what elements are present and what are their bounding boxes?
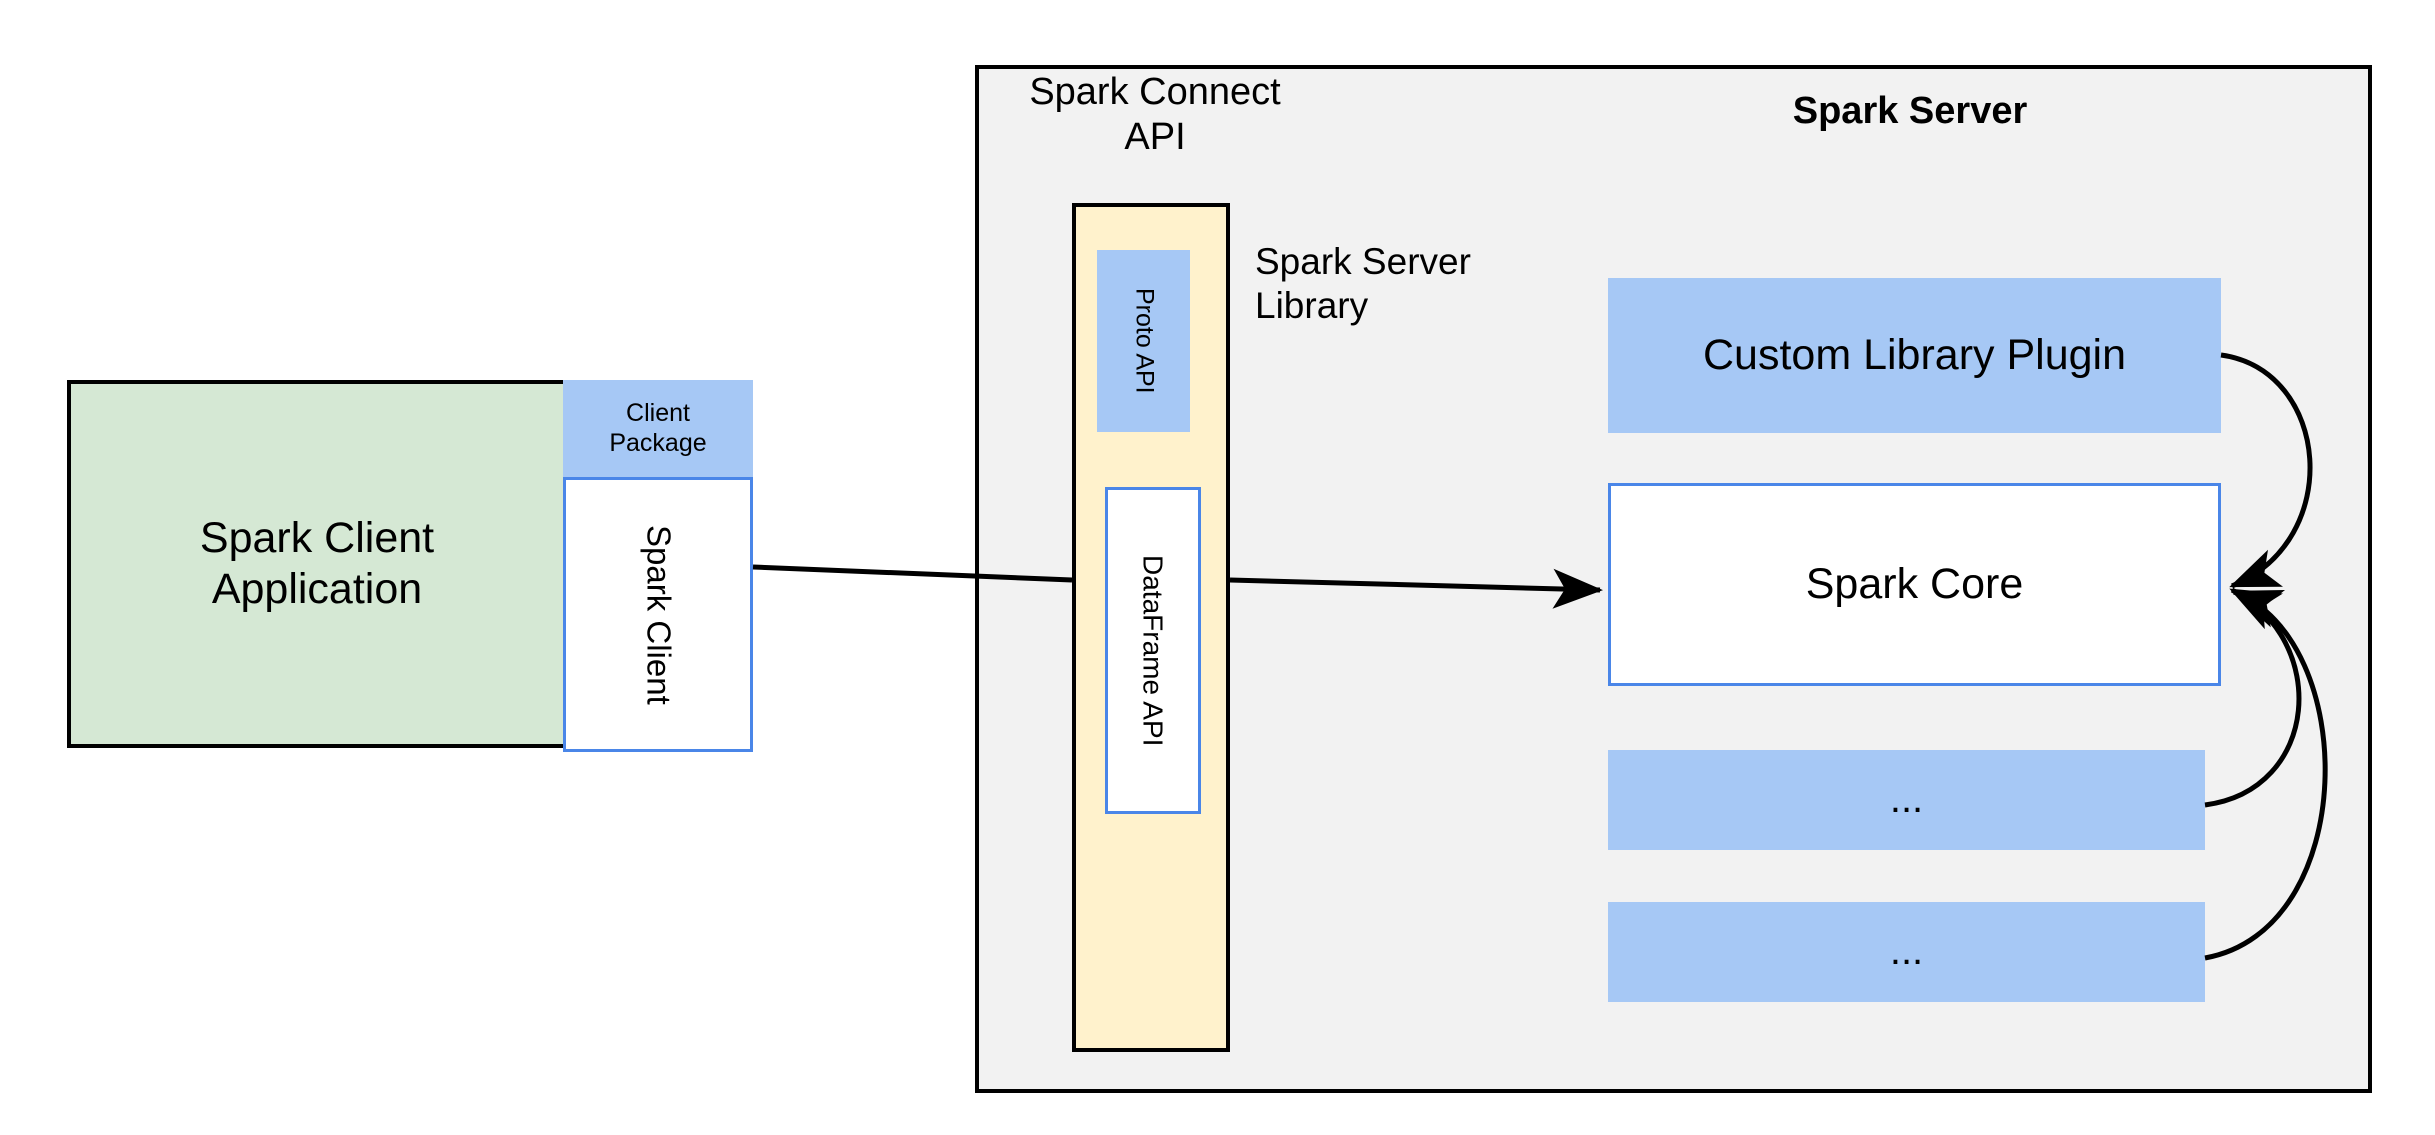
spark-client-application-box[interactable]: Spark Client Application	[67, 380, 567, 748]
client-package-label-line1: Client	[626, 399, 690, 427]
custom-library-plugin-box[interactable]: Custom Library Plugin	[1608, 278, 2221, 433]
dataframe-api-label: DataFrame API	[1137, 554, 1169, 747]
spark-client-label: Spark Client	[640, 524, 678, 705]
client-package-label-line2: Package	[609, 428, 707, 457]
client-package-box[interactable]: Client Package	[563, 380, 753, 477]
proto-api-box[interactable]: Proto API	[1097, 250, 1190, 432]
component-placeholder-box-2[interactable]: ...	[1608, 902, 2205, 1002]
dataframe-api-box[interactable]: DataFrame API	[1105, 487, 1201, 814]
spark-client-application-label-line2: Application	[211, 565, 423, 613]
spark-connect-api-label-line1: Spark Connect	[1029, 71, 1281, 113]
spark-server-library-label-line1: Spark Server	[1255, 241, 1471, 282]
spark-server-title: Spark Server	[1792, 89, 2028, 132]
spark-server-library-label: Spark Server Library	[1255, 240, 1585, 340]
spark-connect-api-label-line2: API	[1124, 115, 1186, 158]
spark-core-box[interactable]: Spark Core	[1608, 483, 2221, 686]
component-placeholder-box-1[interactable]: ...	[1608, 750, 2205, 850]
spark-client-application-label-line1: Spark Client	[199, 514, 435, 563]
proto-api-label: Proto API	[1130, 288, 1159, 394]
spark-server-library-label-line2: Library	[1255, 284, 1369, 326]
spark-client-box[interactable]: Spark Client	[563, 477, 753, 752]
spark-connect-api-label: Spark Connect API	[1010, 64, 1300, 158]
